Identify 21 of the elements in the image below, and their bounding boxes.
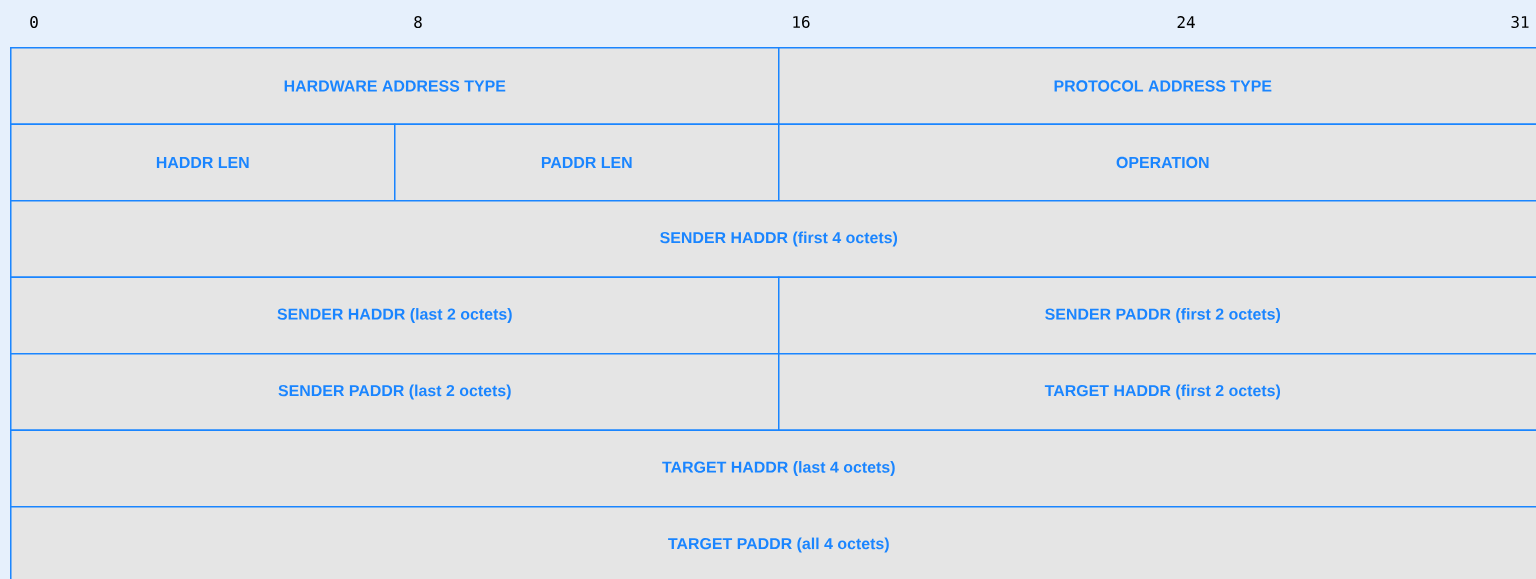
field-cell: SENDER PADDR (last 2 octets)	[10, 353, 780, 431]
field-cell: SENDER PADDR (first 2 octets)	[778, 276, 1536, 355]
field-cell: TARGET HADDR (first 2 octets)	[778, 353, 1536, 431]
field-cell: SENDER HADDR (last 2 octets)	[10, 276, 780, 355]
field-cell: HADDR LEN	[10, 123, 396, 202]
node-label: PROTOCOL ADDRESS TYPE	[1054, 80, 1272, 92]
field-cell: TARGET PADDR (all 4 octets)	[10, 506, 1536, 579]
node-label: OPERATION	[1116, 156, 1209, 169]
node-label: SENDER PADDR (first 2 octets)	[1045, 308, 1281, 323]
field-cell: PADDR LEN	[394, 123, 780, 202]
node-label: TARGET HADDR (first 2 octets)	[1044, 384, 1281, 400]
bit-number: 8	[414, 15, 422, 28]
field-cell: PROTOCOL ADDRESS TYPE	[778, 47, 1536, 125]
field-cell: HARDWARE ADDRESS TYPE	[10, 47, 780, 125]
node-label: SENDER HADDR (first 4 octets)	[660, 231, 898, 247]
bit-number: 16	[793, 15, 810, 28]
bit-number: 24	[1177, 16, 1195, 28]
bit-number: 31	[1511, 15, 1529, 28]
field-cell: OPERATION	[778, 123, 1536, 202]
node-label: TARGET HADDR (last 4 octets)	[662, 461, 895, 476]
bit-number: 0	[30, 15, 38, 28]
